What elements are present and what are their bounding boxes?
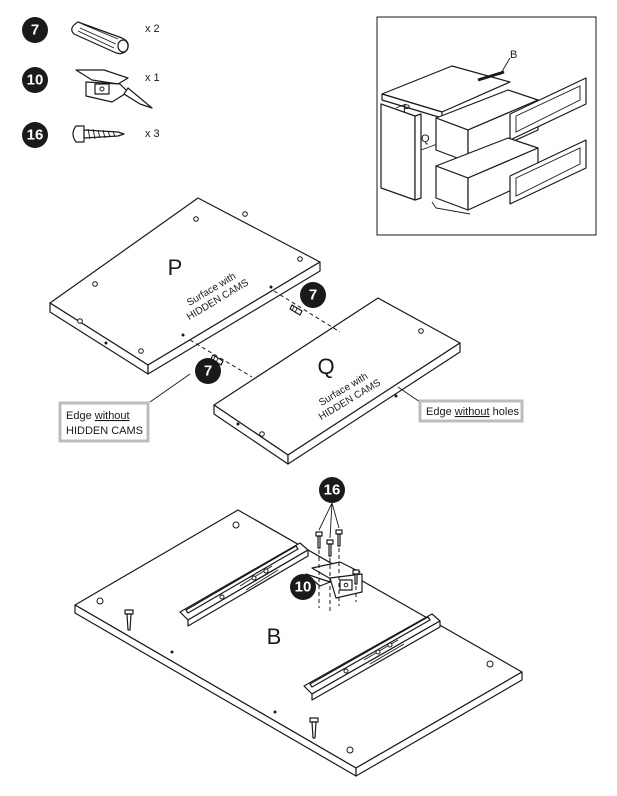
svg-text:Edge without: Edge without	[66, 410, 130, 422]
screw-icon	[124, 609, 134, 631]
callout-emphasis: without	[454, 406, 490, 418]
dowel-guides: 7 7	[189, 282, 341, 384]
part-quantity: x 3	[145, 128, 160, 140]
parts-list: 7 x 2 10 x 1 16	[22, 17, 160, 148]
part-number-badge	[22, 17, 48, 43]
cabinet-illustration	[380, 57, 587, 215]
overview-inset: B P Q	[376, 16, 597, 236]
callout-text: Edge	[426, 406, 455, 418]
overview-label-q: Q	[421, 133, 430, 145]
panel-p: P Surface with HIDDEN CAMS	[49, 197, 321, 375]
step-badge-screw	[319, 477, 345, 503]
step-badge-number: 7	[309, 287, 317, 304]
dowel-icon	[71, 21, 129, 55]
screw-icon	[335, 529, 343, 547]
drawer-runner-right	[303, 613, 441, 701]
callout-edge-q: Edge without holes	[397, 386, 524, 423]
part-number: 7	[31, 22, 39, 39]
part-quantity: x 2	[145, 23, 160, 35]
callout-text: HIDDEN CAMS	[66, 425, 143, 437]
panel-p-letter: P	[168, 255, 183, 280]
part-number-badge	[22, 67, 48, 93]
step-badge-dowel	[300, 282, 326, 308]
step-badge-number: 10	[295, 579, 312, 596]
callout-text: Edge	[66, 410, 95, 422]
part-16-row: 16 x 3	[22, 122, 160, 148]
step-badge-bracket	[290, 574, 316, 600]
part-7-row: 7 x 2	[22, 17, 160, 55]
part-number: 10	[27, 72, 44, 89]
panel-q-letter: Q	[317, 354, 334, 379]
part-number: 16	[27, 127, 44, 144]
panel-b-letter: B	[267, 624, 282, 649]
part-number-badge	[22, 122, 48, 148]
part-10-row: 10 x 1	[22, 67, 160, 109]
callout-emphasis: without	[94, 410, 130, 422]
svg-text:Edge without holes: Edge without holes	[426, 406, 519, 418]
step-badge-dowel	[195, 358, 221, 384]
panel-q: Q Surface with HIDDEN CAMS	[213, 297, 461, 465]
dowel-icon	[289, 304, 303, 316]
panel-b: B	[74, 509, 523, 777]
callout-text: holes	[490, 406, 520, 418]
screw-icon	[309, 717, 319, 739]
drawer-slide-bracket-icon	[305, 561, 363, 599]
step-badge-number: 16	[324, 482, 341, 499]
bracket-assembly: 16 10	[290, 477, 363, 612]
drawer-runner-left	[179, 542, 309, 627]
dowel-icon	[210, 354, 224, 366]
drawer-slide-bracket-icon	[75, 69, 153, 109]
overview-label-p: P	[403, 103, 410, 115]
overview-label-b: B	[510, 49, 517, 61]
screw-icon	[315, 531, 323, 549]
screw-icon	[326, 539, 334, 557]
screw-icon	[72, 125, 125, 143]
screw-icon	[352, 569, 360, 585]
callout-edge-p: Edge without HIDDEN CAMS	[58, 373, 191, 443]
step-badge-number: 7	[204, 363, 212, 380]
part-quantity: x 1	[145, 72, 160, 84]
